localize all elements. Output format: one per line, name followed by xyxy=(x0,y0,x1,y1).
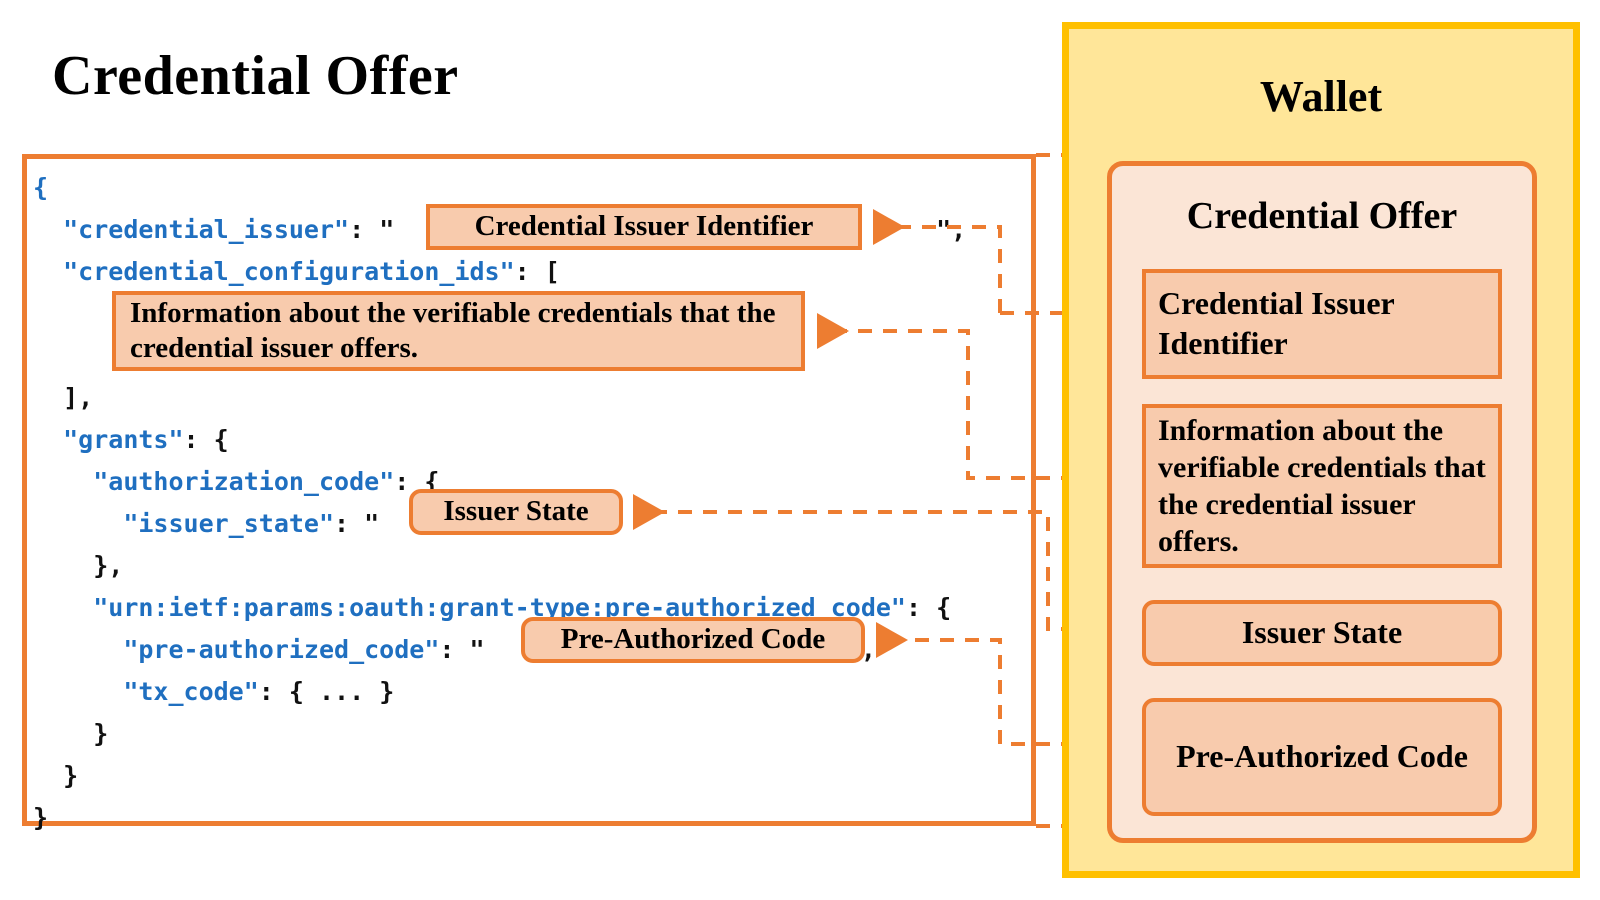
wallet-item-pre-authorized-code[interactable]: Pre-Authorized Code xyxy=(1142,698,1502,816)
callout-credential-issuer-identifier[interactable]: Credential Issuer Identifier xyxy=(426,204,862,250)
wallet-credential-offer-card: Credential Offer Credential Issuer Ident… xyxy=(1107,161,1537,843)
wallet-panel: Wallet Credential Offer Credential Issue… xyxy=(1062,22,1580,878)
callout-credential-configuration-info[interactable]: Information about the verifiable credent… xyxy=(112,291,805,371)
callout-pre-authorized-code[interactable]: Pre-Authorized Code xyxy=(521,617,865,663)
wallet-item-issuer-state[interactable]: Issuer State xyxy=(1142,600,1502,666)
page-title: Credential Offer xyxy=(52,45,459,107)
wallet-item-credential-issuer-identifier[interactable]: Credential Issuer Identifier xyxy=(1142,269,1502,379)
wallet-title: Wallet xyxy=(1259,72,1383,121)
wallet-item-credential-configuration-info[interactable]: Information about the verifiable credent… xyxy=(1142,404,1502,568)
wallet-credential-offer-title: Credential Offer xyxy=(1186,195,1458,237)
callout-issuer-state[interactable]: Issuer State xyxy=(409,489,623,535)
